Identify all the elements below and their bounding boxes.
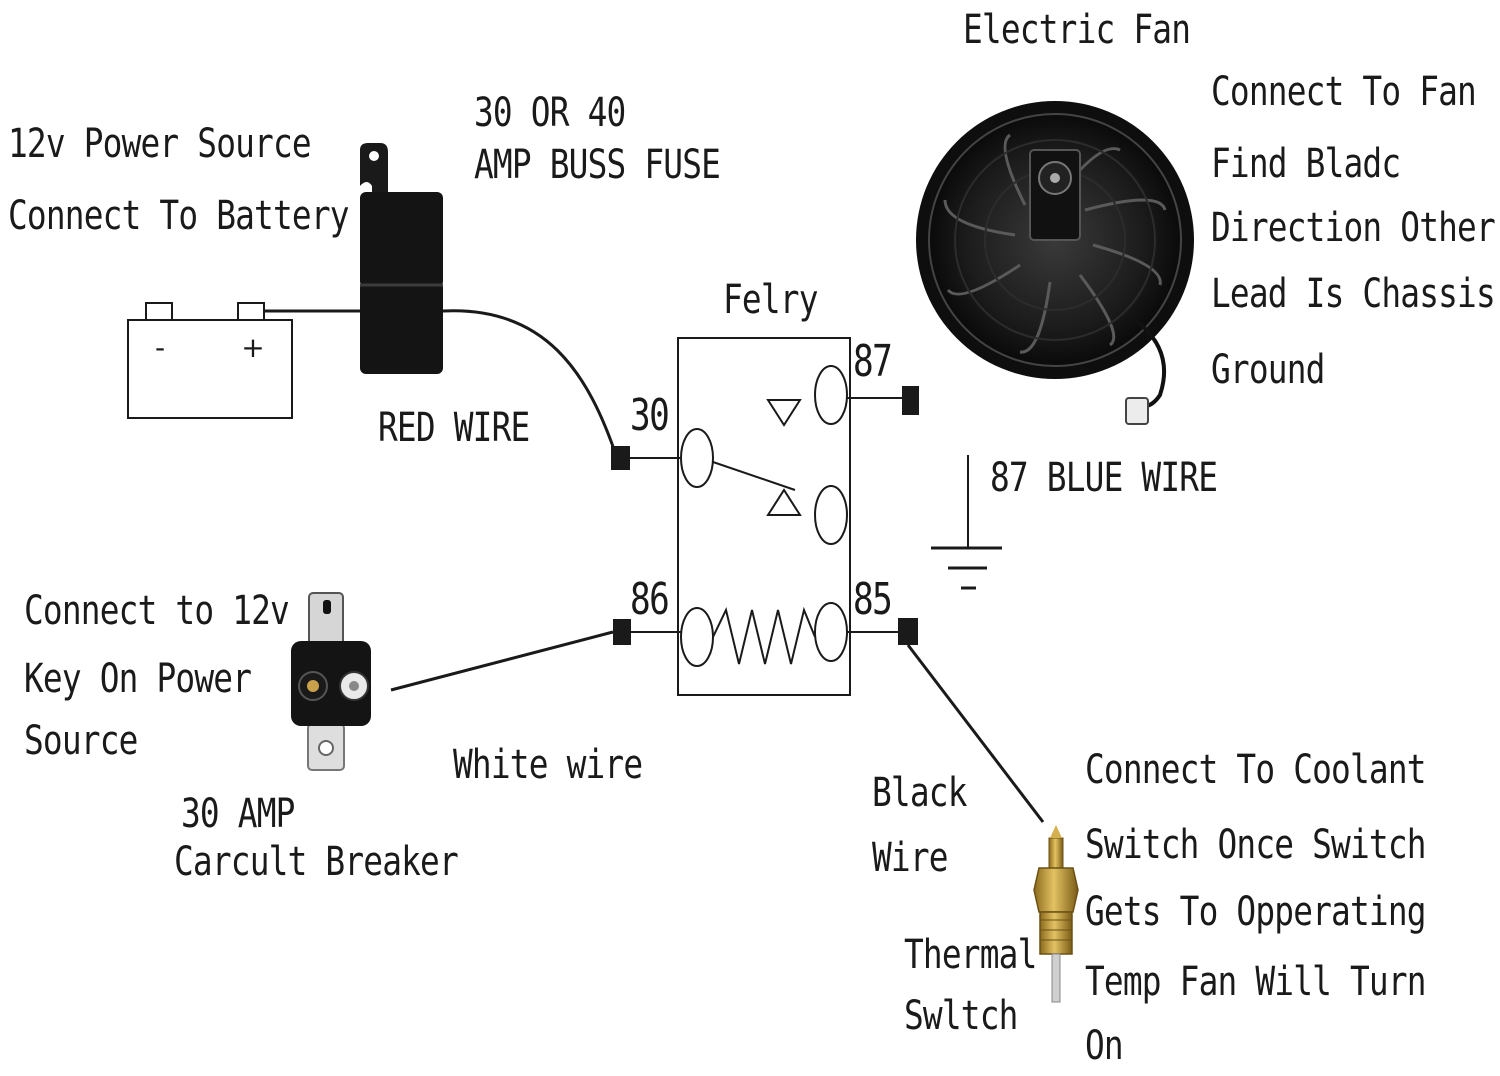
- fan-note-line: Direction Other: [1211, 205, 1496, 251]
- coolant-instructions: Connect To Coolant Switch Once Switch Ge…: [1085, 750, 1500, 1066]
- coolant-note-line: On: [1085, 1023, 1124, 1069]
- coolant-note-line: Switch Once Switch: [1085, 822, 1427, 868]
- pin-86-label: 86: [630, 574, 670, 625]
- fan-note-line: Find Bladc: [1211, 141, 1401, 187]
- fuse-type-label: AMP BUSS FUSE: [474, 142, 721, 188]
- red-wire: [442, 309, 619, 459]
- electric-fan-label: Electric Fan: [963, 7, 1191, 53]
- black-wire-label: Black: [872, 770, 967, 816]
- fan-instructions: Connect To Fan Find Bladc Direction Othe…: [1211, 72, 1500, 390]
- breaker-rating-label: 30 AMP: [181, 791, 295, 837]
- fan-note-line: Lead Is Chassis: [1211, 271, 1496, 317]
- battery-icon: - +: [127, 302, 293, 419]
- black-wire-label-2: Wire: [872, 835, 949, 881]
- thermal-switch-icon: [1033, 825, 1079, 1003]
- key-power-line: Source: [24, 718, 138, 764]
- battery-negative-label: -: [155, 331, 165, 364]
- key-power-line: Connect to 12v: [24, 588, 290, 634]
- pin-30-label: 30: [630, 390, 670, 441]
- white-wire-label: White wire: [453, 742, 643, 788]
- connect-battery-label: Connect To Battery: [8, 193, 350, 239]
- fan-note-line: Connect To Fan: [1211, 69, 1477, 115]
- fuse-rating-label: 30 OR 40: [474, 90, 626, 136]
- coolant-note-line: Gets To Opperating: [1085, 889, 1427, 935]
- power-source-label: 12v Power Source: [8, 121, 312, 167]
- circuit-breaker-icon: [291, 592, 371, 771]
- blue-wire-label: 87 BLUE WIRE: [990, 455, 1218, 501]
- fuse-holder-icon: [360, 143, 443, 374]
- pin-85-label: 85: [853, 574, 893, 625]
- breaker-type-label: Carcult Breaker: [174, 839, 459, 885]
- electric-fan-icon: [916, 101, 1194, 425]
- white-wire: [390, 630, 614, 692]
- coolant-note-line: Temp Fan Will Turn: [1085, 959, 1427, 1005]
- relay-box: [611, 337, 919, 696]
- ground-symbol-icon: [931, 455, 1002, 590]
- battery-positive-label: +: [241, 331, 264, 364]
- relay-title-label: Felry: [723, 277, 818, 323]
- fan-note-line: Ground: [1211, 347, 1325, 393]
- thermal-switch-label: Thermal: [904, 932, 1037, 978]
- key-power-line: Key On Power: [24, 656, 252, 702]
- key-power-note: Connect to 12v Key On Power Source: [24, 591, 347, 761]
- pin-87-label: 87: [853, 336, 893, 387]
- coolant-note-line: Connect To Coolant: [1085, 747, 1427, 793]
- black-wire: [906, 644, 1045, 823]
- red-wire-label: RED WIRE: [378, 405, 530, 451]
- thermal-switch-label-2: Swltch: [904, 993, 1018, 1039]
